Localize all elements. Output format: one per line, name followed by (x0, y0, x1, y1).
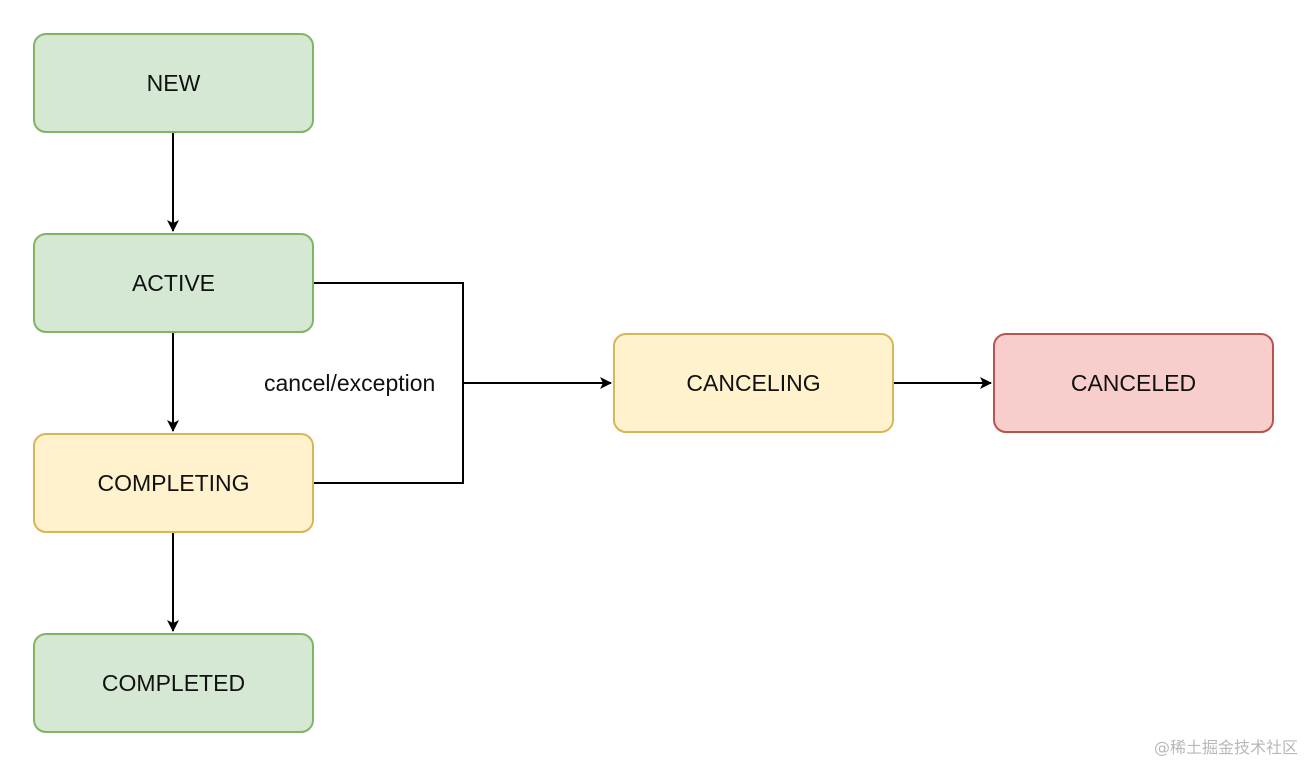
state-completed: COMPLETED (33, 633, 314, 733)
state-canceled-label: CANCELED (1070, 369, 1197, 396)
state-new-label: NEW (146, 69, 201, 96)
state-completing: COMPLETING (33, 433, 314, 533)
state-completing-label: COMPLETING (97, 469, 250, 496)
state-new: NEW (33, 33, 314, 133)
edge-active-to-canceling (313, 282, 612, 389)
state-canceling-label: CANCELING (686, 369, 821, 396)
edge-completing-to-canceling (313, 383, 464, 484)
state-active: ACTIVE (33, 233, 314, 333)
state-canceling: CANCELING (613, 333, 894, 433)
state-completed-label: COMPLETED (101, 669, 246, 696)
state-canceled: CANCELED (993, 333, 1274, 433)
edge-label-cancel-exception: cancel/exception (264, 370, 436, 396)
watermark-text: @稀土掘金技术社区 (1153, 738, 1298, 757)
state-active-label: ACTIVE (131, 269, 216, 296)
